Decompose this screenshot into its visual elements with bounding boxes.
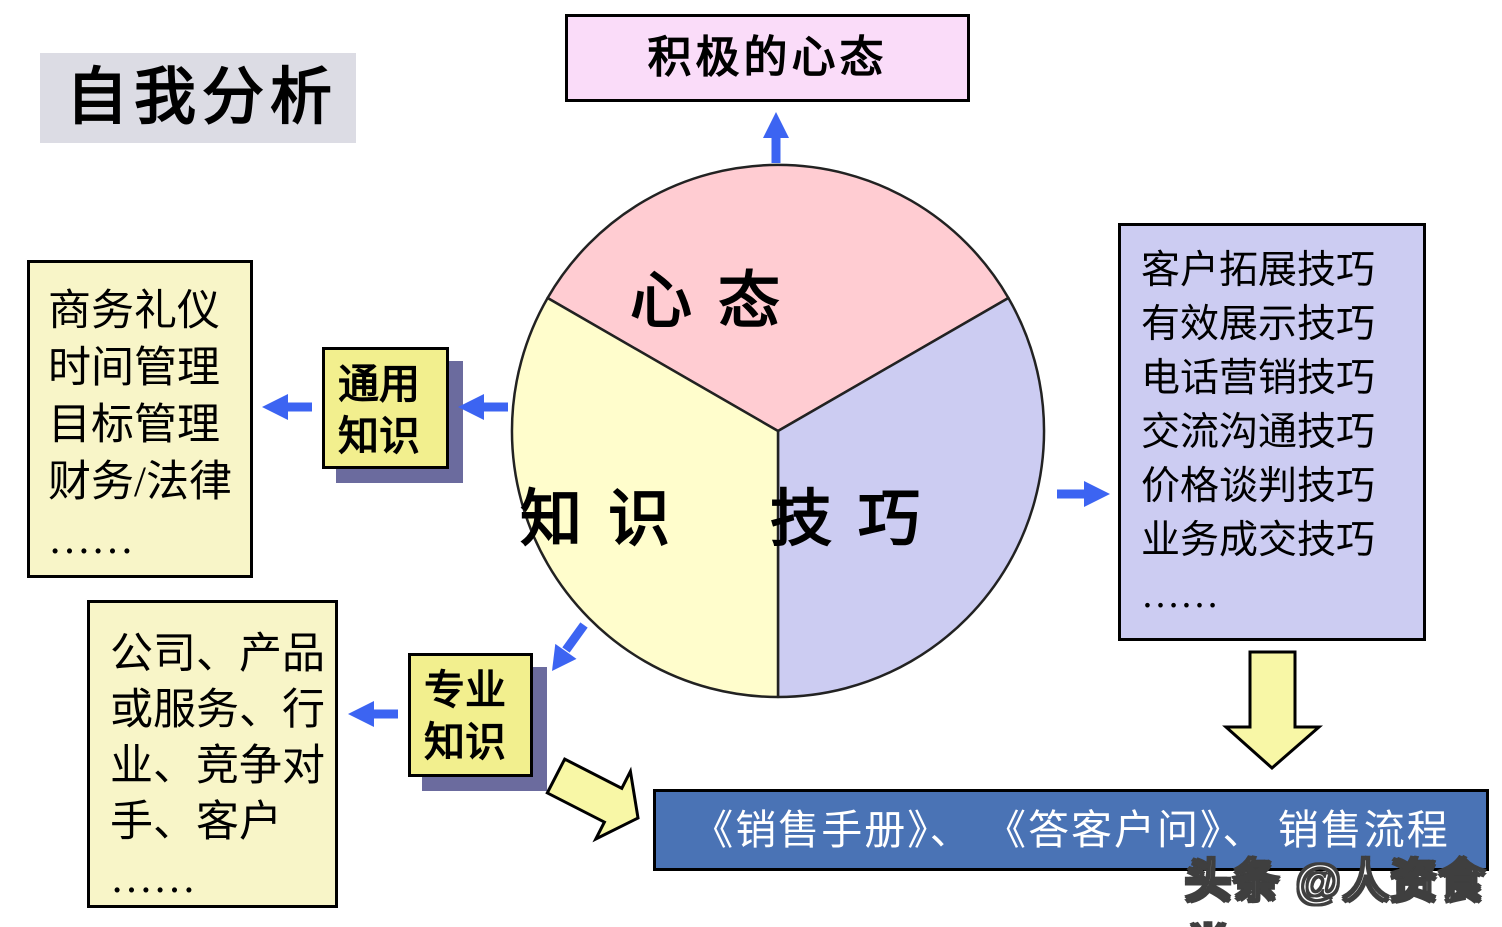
list-item: 业、竞争对 xyxy=(110,743,325,790)
list-item: 交流沟通技巧 xyxy=(1141,411,1376,454)
list-item: 手、客户 xyxy=(110,799,282,846)
tag-line: 通用 xyxy=(338,361,420,407)
skills-list-box: 客户拓展技巧 有效展示技巧 电话营销技巧 交流沟通技巧 价格谈判技巧 业务成交技… xyxy=(1118,223,1426,641)
pie-slice-knowledge xyxy=(510,296,780,699)
list-item: 价格谈判技巧 xyxy=(1141,465,1376,508)
tag-line: 专业 xyxy=(424,667,506,713)
pie-slice-mindset xyxy=(546,163,1010,433)
list-item: …… xyxy=(110,855,196,902)
list-item: …… xyxy=(48,516,134,563)
pie-slice-skills xyxy=(776,296,1046,699)
list-item: 客户拓展技巧 xyxy=(1141,249,1376,292)
arrow-pie-to-general-tag xyxy=(458,394,508,420)
arrow-pie-to-prof-tag xyxy=(552,622,588,671)
list-item: 电话营销技巧 xyxy=(1141,357,1376,400)
arrow-prof-tag-to-list xyxy=(348,701,398,727)
list-item: …… xyxy=(1141,573,1219,616)
page-title: 自我分析 xyxy=(40,53,356,143)
professional-knowledge-list-box: 公司、产品 或服务、行 业、竞争对 手、客户 …… xyxy=(87,600,338,908)
pie-label-knowledge: 知识 xyxy=(520,485,696,554)
list-item: 时间管理 xyxy=(48,345,220,392)
list-item: 公司、产品 xyxy=(110,631,325,678)
professional-knowledge-tag: 专业 知识 xyxy=(408,653,533,777)
list-item: 财务/法律 xyxy=(48,459,232,506)
list-item: 目标管理 xyxy=(48,402,220,449)
block-arrow-skills-to-sales xyxy=(1222,650,1324,770)
positive-mindset-box: 积极的心态 xyxy=(565,14,970,102)
arrow-pie-to-skills-box xyxy=(1057,481,1110,507)
list-item: 商务礼仪 xyxy=(48,288,220,335)
list-item: 或服务、行 xyxy=(110,687,325,734)
list-item: 业务成交技巧 xyxy=(1141,519,1376,562)
general-knowledge-tag: 通用 知识 xyxy=(322,347,449,469)
arrow-general-tag-to-list xyxy=(262,394,312,420)
tag-line: 知识 xyxy=(424,719,506,765)
pie-label-skills: 技巧 xyxy=(770,486,946,554)
block-arrow-prof-to-sales xyxy=(545,757,640,843)
pie-label-mindset: 心态 xyxy=(630,267,806,336)
sales-documents-box: 《销售手册》、 《答客户问》、 销售流程 xyxy=(653,789,1489,871)
tag-line: 知识 xyxy=(338,413,420,459)
list-item: 有效展示技巧 xyxy=(1141,303,1376,346)
arrow-up-to-mindset-note xyxy=(763,112,789,163)
general-knowledge-list-box: 商务礼仪 时间管理 目标管理 财务/法律 …… xyxy=(27,260,253,578)
watermark: 头条 @人资食堂 xyxy=(1184,854,1487,927)
